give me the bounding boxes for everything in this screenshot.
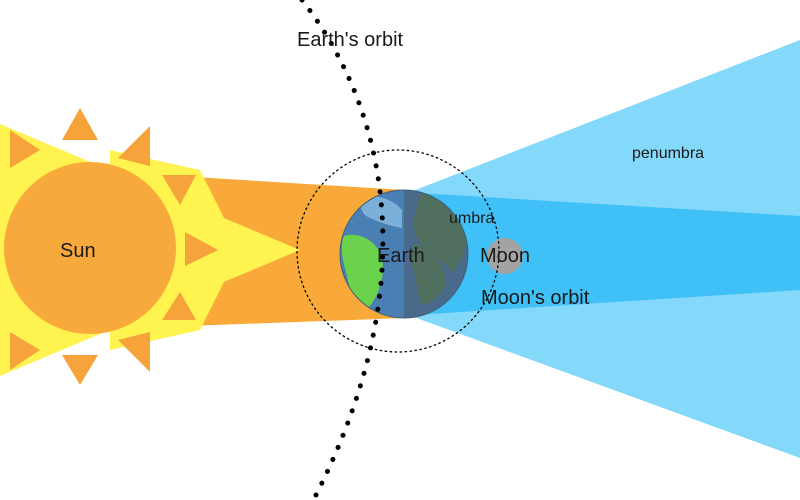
umbra-label: umbra [449,210,494,227]
umbra-cone [400,192,800,316]
earth [339,189,469,319]
moons-orbit-label: Moon's orbit [481,287,590,309]
sun-spikes [10,108,218,385]
sun [4,162,176,334]
moon [487,238,523,274]
moon-label: Moon [480,245,530,267]
penumbra-label: penumbra [632,145,704,162]
sun-label: Sun [60,240,96,262]
earth-label: Earth [377,245,425,267]
moons-orbit-path [296,149,500,353]
earths-orbit-label: Earth's orbit [297,29,404,51]
